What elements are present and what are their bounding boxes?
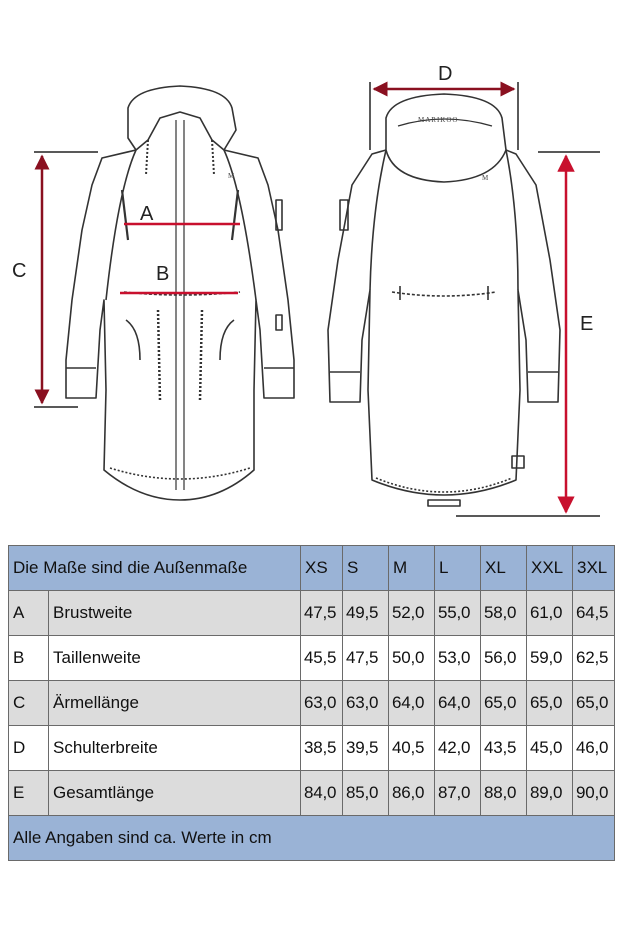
table-cell: 45,5 — [300, 635, 343, 681]
table-header-row: Die Maße sind die Außenmaße XS S M L XL … — [8, 545, 615, 591]
table-cell: 90,0 — [572, 770, 615, 816]
dimension-c-label: C — [12, 260, 26, 282]
table-cell: 65,0 — [572, 680, 615, 726]
table-cell: 49,5 — [342, 590, 389, 636]
jacket-size-diagram: M A B C MARIKOO M D — [12, 63, 600, 517]
footer-note: Alle Angaben sind ca. Werte in cm — [8, 815, 615, 861]
table-cell: 53,0 — [434, 635, 481, 681]
table-footer-row: Alle Angaben sind ca. Werte in cm — [8, 815, 615, 861]
table-row: C Ärmellänge 63,0 63,0 64,0 64,0 65,0 65… — [8, 680, 615, 726]
row-code: C — [8, 680, 49, 726]
table-cell: 64,0 — [388, 680, 435, 726]
table-cell: 46,0 — [572, 725, 615, 771]
dimension-d-label: D — [438, 63, 452, 85]
row-name: Schulterbreite — [48, 725, 301, 771]
table-row: D Schulterbreite 38,5 39,5 40,5 42,0 43,… — [8, 725, 615, 771]
header-label: Die Maße sind die Außenmaße — [8, 545, 301, 591]
table-cell: 39,5 — [342, 725, 389, 771]
table-cell: 42,0 — [434, 725, 481, 771]
table-cell: 86,0 — [388, 770, 435, 816]
table-cell: 59,0 — [526, 635, 573, 681]
table-cell: 65,0 — [480, 680, 527, 726]
table-cell: 64,5 — [572, 590, 615, 636]
table-cell: 55,0 — [434, 590, 481, 636]
row-code: E — [8, 770, 49, 816]
table-cell: 62,5 — [572, 635, 615, 681]
size-header: XL — [480, 545, 527, 591]
table-cell: 56,0 — [480, 635, 527, 681]
row-name: Brustweite — [48, 590, 301, 636]
size-header: XS — [300, 545, 343, 591]
table-cell: 58,0 — [480, 590, 527, 636]
table-cell: 64,0 — [434, 680, 481, 726]
row-name: Ärmellänge — [48, 680, 301, 726]
size-table: Die Maße sind die Außenmaße XS S M L XL … — [8, 545, 615, 861]
table-cell: 63,0 — [300, 680, 343, 726]
table-cell: 43,5 — [480, 725, 527, 771]
size-header: 3XL — [572, 545, 615, 591]
table-cell: 88,0 — [480, 770, 527, 816]
front-badge: M — [228, 172, 235, 180]
row-code: A — [8, 590, 49, 636]
jacket-front — [65, 85, 295, 501]
dimension-a-label: A — [140, 203, 154, 225]
table-cell: 65,0 — [526, 680, 573, 726]
table-cell: 50,0 — [388, 635, 435, 681]
back-badge: M — [482, 174, 489, 182]
table-cell: 45,0 — [526, 725, 573, 771]
table-cell: 89,0 — [526, 770, 573, 816]
table-cell: 38,5 — [300, 725, 343, 771]
table-cell: 84,0 — [300, 770, 343, 816]
table-cell: 52,0 — [388, 590, 435, 636]
row-name: Gesamtlänge — [48, 770, 301, 816]
table-cell: 47,5 — [342, 635, 389, 681]
table-row: B Taillenweite 45,5 47,5 50,0 53,0 56,0 … — [8, 635, 615, 681]
table-cell: 40,5 — [388, 725, 435, 771]
table-cell: 85,0 — [342, 770, 389, 816]
size-header: XXL — [526, 545, 573, 591]
size-header: L — [434, 545, 481, 591]
row-name: Taillenweite — [48, 635, 301, 681]
back-hood-brand-tag: MARIKOO — [418, 116, 458, 124]
table-cell: 47,5 — [300, 590, 343, 636]
table-cell: 63,0 — [342, 680, 389, 726]
table-cell: 87,0 — [434, 770, 481, 816]
table-row: E Gesamtlänge 84,0 85,0 86,0 87,0 88,0 8… — [8, 770, 615, 816]
jacket-back — [327, 93, 561, 507]
row-code: D — [8, 725, 49, 771]
size-header: S — [342, 545, 389, 591]
row-code: B — [8, 635, 49, 681]
table-cell: 61,0 — [526, 590, 573, 636]
table-row: A Brustweite 47,5 49,5 52,0 55,0 58,0 61… — [8, 590, 615, 636]
size-header: M — [388, 545, 435, 591]
dimension-b-label: B — [156, 263, 169, 285]
dimension-e-label: E — [580, 313, 593, 335]
